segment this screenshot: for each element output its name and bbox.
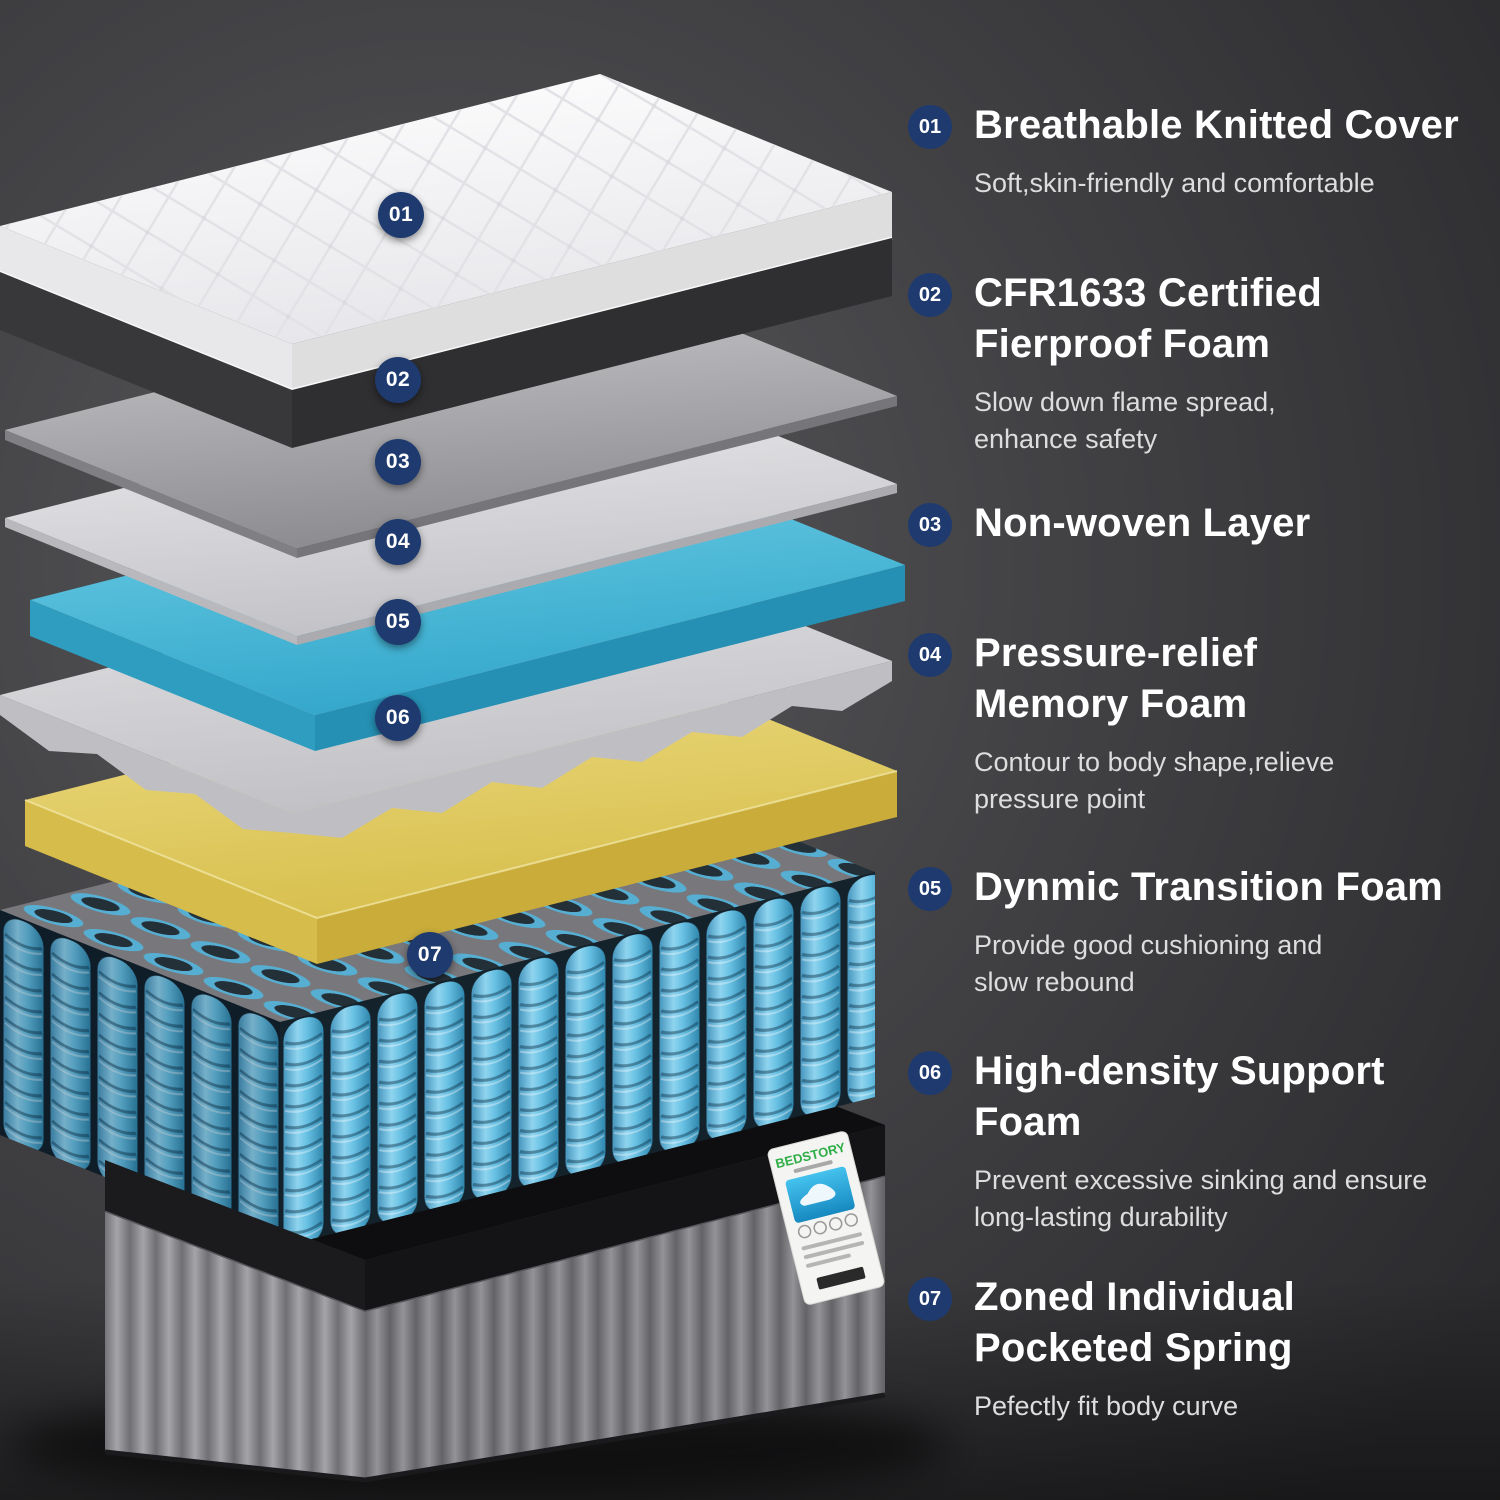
layer-badge-03: 03 <box>375 439 421 485</box>
feature-item-07: 07 Zoned Individual Pocketed Spring Pefe… <box>908 1272 1496 1425</box>
feature-number-badge: 04 <box>908 633 952 677</box>
feature-title: CFR1633 Certified Fierproof Foam <box>974 271 1322 367</box>
feature-number: 06 <box>918 1061 942 1084</box>
feature-number-badge: 07 <box>908 1277 952 1321</box>
feature-title: Breathable Knitted Cover <box>974 103 1459 147</box>
feature-number-badge: 02 <box>908 273 952 317</box>
feature-number-badge: 06 <box>908 1051 952 1095</box>
feature-number-badge: 03 <box>908 503 952 547</box>
feature-item-02: 02 CFR1633 Certified Fierproof Foam Slow… <box>908 268 1496 457</box>
feature-number: 02 <box>918 283 942 306</box>
feature-number: 04 <box>918 643 942 666</box>
feature-item-05: 05 Dynmic Transition Foam Provide good c… <box>908 862 1496 1000</box>
layer-badge-07: 07 <box>407 932 453 978</box>
feature-number-badge: 01 <box>908 105 952 149</box>
feature-number: 05 <box>918 877 942 900</box>
layer-01-knitted-cover <box>0 74 893 448</box>
layer-badge-02: 02 <box>375 357 421 403</box>
feature-number: 07 <box>918 1287 942 1310</box>
feature-description: Pefectly fit body curve <box>974 1391 1239 1422</box>
feature-title: High-density Support Foam <box>974 1049 1385 1145</box>
certification-icons <box>797 1213 858 1239</box>
layer-badge-06: 06 <box>375 695 421 741</box>
mattress-brand-label: BEDSTORY <box>767 1131 885 1305</box>
feature-item-06: 06 High-density Support Foam Prevent exc… <box>908 1046 1496 1235</box>
feature-number-badge: 05 <box>908 867 952 911</box>
feature-description: Soft,skin-friendly and comfortable <box>974 168 1375 199</box>
mattress-icon <box>800 1183 836 1206</box>
feature-number: 03 <box>918 513 942 536</box>
feature-title: Non-woven Layer <box>974 501 1311 545</box>
feature-title: Pressure-relief Memory Foam <box>974 631 1258 727</box>
feature-description: Prevent excessive sinking and ensure lon… <box>974 1165 1428 1232</box>
layer-badge-05: 05 <box>375 599 421 645</box>
feature-title: Dynmic Transition Foam <box>974 865 1443 909</box>
feature-description: Slow down flame spread, enhance safety <box>974 387 1276 454</box>
feature-number: 01 <box>918 115 942 138</box>
feature-item-03: 03 Non-woven Layer <box>908 498 1496 563</box>
feature-item-04: 04 Pressure-relief Memory Foam Contour t… <box>908 628 1496 817</box>
feature-title: Zoned Individual Pocketed Spring <box>974 1275 1295 1371</box>
feature-description: Contour to body shape,relieve pressure p… <box>974 747 1335 814</box>
layer-07-base-sides <box>104 1125 886 1483</box>
layer-badge-04: 04 <box>375 519 421 565</box>
layer-badge-01: 01 <box>378 192 424 238</box>
feature-item-01: 01 Breathable Knitted Cover Soft,skin-fr… <box>908 100 1496 202</box>
feature-description: Provide good cushioning and slow rebound <box>974 930 1323 997</box>
